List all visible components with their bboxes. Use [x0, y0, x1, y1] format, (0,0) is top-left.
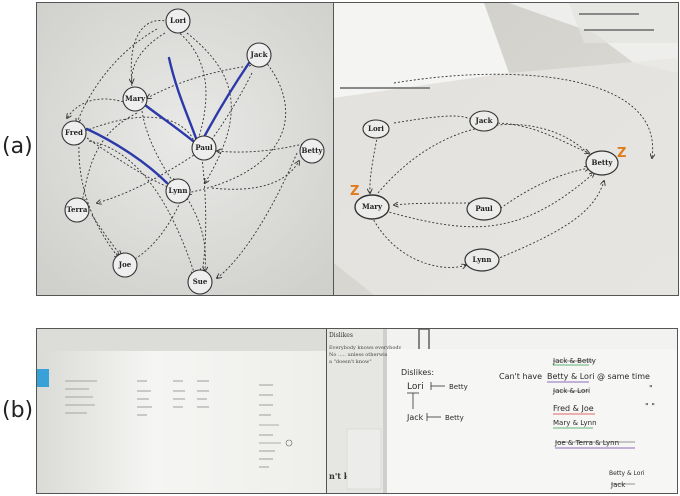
graph-node: Paul: [191, 135, 217, 161]
graph-nodes: Lori Jack Betty Mary Paul Lynn: [354, 110, 619, 272]
printed-text-faint: [340, 13, 654, 89]
svg-text:Lori: Lori: [170, 16, 186, 25]
panel-label-b: (b): [2, 398, 34, 423]
graph-edges: [67, 20, 308, 279]
photo-a-right-graph: Lori Jack Betty Mary Paul Lynn Z Z: [333, 2, 679, 296]
bottom-note: Jack: [610, 481, 626, 489]
graph-node: Fred: [61, 120, 87, 146]
svg-text:Sue: Sue: [193, 277, 208, 286]
svg-text:Betty: Betty: [592, 158, 614, 167]
blue-magnet: [37, 369, 49, 387]
panel-label-a: (a): [2, 134, 33, 159]
paper-sheet: [334, 3, 509, 98]
pair-list-item: Joe & Terra & Lynn: [554, 439, 619, 447]
graph-edges: [370, 73, 653, 268]
orange-z-mark: Z: [617, 146, 626, 161]
bottom-note: Betty & Lori: [609, 470, 645, 477]
graph-node: Lynn: [464, 248, 500, 272]
svg-text:Fred: Fred: [65, 128, 83, 137]
svg-text:Paul: Paul: [475, 204, 493, 213]
graph-node: Lori: [362, 119, 390, 139]
graph-node: Sue: [187, 269, 213, 295]
pair-list-item: Mary & Lynn: [553, 419, 597, 427]
graph-node: Jack: [246, 42, 272, 68]
ditto-mark: ": [649, 384, 653, 393]
svg-text:Terra: Terra: [67, 205, 88, 214]
pair-list-item: Fred & Joe: [553, 404, 594, 413]
printed-line: No ..... unless otherwise dir..: [329, 352, 402, 358]
dislikes-line: Betty: [445, 414, 464, 422]
transparency-sheet: [334, 58, 678, 295]
graph-node: Joe: [112, 252, 138, 278]
svg-text:Jack: Jack: [250, 50, 268, 59]
whiteboard-scribbles: [65, 380, 281, 468]
graph-nodes: Lori Jack Mary Fred Paul Betty Lynn Terr…: [61, 8, 325, 295]
svg-text:Lynn: Lynn: [473, 255, 492, 264]
orange-z-mark: Z: [350, 184, 359, 199]
graph-node: Betty: [299, 138, 325, 164]
svg-text:Betty: Betty: [302, 146, 324, 155]
photo-b-left-whiteboard: [36, 328, 328, 494]
blue-marker-strokes: [85, 56, 251, 185]
graph-node: Mary: [122, 86, 148, 112]
svg-text:Mary: Mary: [362, 202, 383, 211]
handwriting-dislikes: Dislikes: Lori Betty Jack Betty: [401, 368, 468, 422]
svg-text:Joe: Joe: [118, 260, 132, 269]
photo-a-left-graph: Lori Jack Mary Fred Paul Betty Lynn Terr…: [36, 2, 334, 296]
printed-line: a "doesn't know": [329, 359, 372, 365]
ditto-mark: " ": [645, 402, 655, 411]
graph-node: Lori: [165, 8, 191, 34]
svg-text:Jack: Jack: [475, 116, 493, 125]
cant-have-text: Betty & Lori @ same time: [547, 372, 650, 381]
dislikes-line: Lori: [407, 382, 424, 392]
svg-text:Paul: Paul: [195, 143, 213, 152]
svg-text:Lynn: Lynn: [169, 186, 188, 195]
svg-text:Lori: Lori: [368, 124, 384, 133]
graph-node: Betty: [585, 150, 619, 176]
graph-node: Paul: [466, 197, 502, 221]
printed-line: Everybody knows everybody: [329, 345, 402, 351]
printed-header: Dislikes: [329, 332, 353, 339]
dislikes-line: Betty: [449, 383, 468, 391]
dislikes-line: Jack: [406, 413, 424, 422]
graph-node: Terra: [64, 197, 90, 223]
dislikes-title: Dislikes:: [401, 368, 434, 377]
cant-have-prefix: Can't have: [499, 372, 542, 381]
graph-node: Jack: [469, 110, 499, 132]
graph-node: Lynn: [165, 178, 191, 204]
svg-text:Mary: Mary: [125, 94, 146, 103]
photo-b-right-whiteboard: Dislikes Everybody knows everybody No ..…: [326, 328, 678, 494]
graph-node: Mary: [354, 194, 390, 220]
